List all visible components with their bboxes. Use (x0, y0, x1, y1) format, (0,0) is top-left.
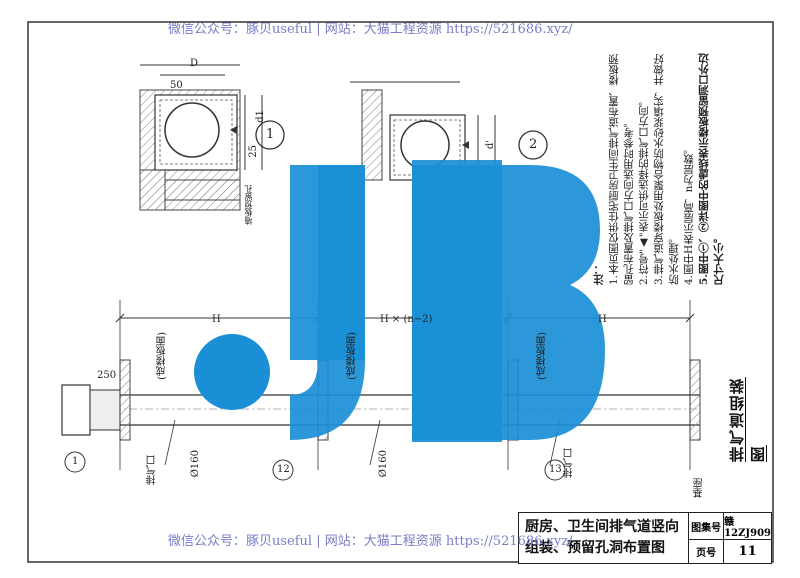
diameter-label-1: Ø160 (190, 450, 201, 478)
dim-d1: d1 (255, 110, 266, 123)
wall-note: 墙板预留孔 (244, 185, 253, 225)
notes-block: 注： 1.本页图仅供住宅厨房卫生间排气道布置、楼板预留孔布置及排气口方向选用时参… (592, 50, 762, 285)
side-title: 排气道组装图 (728, 377, 767, 462)
title-line-1: 厨房、卫生间排气道竖向 (525, 519, 679, 535)
section-marker-1 (64, 451, 86, 473)
dim-d-prime: d' (485, 140, 496, 150)
atlas-label: 图集号 (689, 513, 725, 539)
section-mark-3: 13 (549, 464, 562, 475)
dim-25: 25 (248, 145, 259, 158)
exhaust-port-label-1: 排气口 (147, 455, 158, 485)
title-line-2: 组装、预留孔洞布置图 (525, 540, 665, 556)
diameter-label-2: Ø160 (378, 450, 389, 478)
floor-finish-label-1: (成楼板面) (157, 332, 168, 380)
frame-border (27, 21, 774, 563)
page-value: 11 (738, 544, 757, 559)
dim-50: 50 (170, 80, 183, 91)
section-mark-2: 12 (277, 464, 290, 475)
atlas-row: 图集号 赣12ZJ909 (689, 513, 771, 540)
note-item-3: 3.排气道穿楼板处用聚合物防水砂浆填实，并做好防水处理。 (653, 54, 680, 285)
note-item-1: 1.本页图仅供住宅厨房卫生间排气道布置、楼板预留孔布置及排气口方向选用时参考。 (608, 54, 635, 285)
section-mark-1: 1 (72, 456, 79, 467)
dim-h-left: H (212, 314, 221, 325)
title-text: 厨房、卫生间排气道竖向 组装、预留孔洞布置图 (519, 513, 690, 563)
dim-d-top: D (190, 58, 199, 69)
title-block: 厨房、卫生间排气道竖向 组装、预留孔洞布置图 图集号 赣12ZJ909 页号 1… (518, 512, 772, 564)
dim-h-right: H (598, 314, 607, 325)
watermark-bottom: 微信公众号：豚贝useful | 网站：大猫工程资源 https://52168… (168, 534, 573, 549)
page-row: 页号 11 (689, 540, 771, 563)
title-meta: 图集号 赣12ZJ909 页号 11 (689, 513, 771, 563)
detail-1-marker-circle (255, 120, 285, 150)
note-item-5: 5.图中①、②详图中的虚线表示楼板预留洞口外边尺寸大小。 (698, 53, 725, 285)
base-label: 基座 (694, 478, 705, 498)
leader-line-2 (369, 419, 381, 466)
floor-finish-label-2: (成楼板面) (347, 332, 358, 380)
watermark-top: 微信公众号：豚贝useful | 网站：大猫工程资源 https://52168… (168, 22, 573, 37)
exhaust-port-label-2: 排气口 (564, 448, 575, 478)
detail-2-marker-circle (518, 130, 548, 160)
section-marker-2 (272, 459, 294, 481)
dim-h-middle: H × (n−2) (380, 314, 433, 325)
section-marker-3 (544, 459, 566, 481)
page-label: 页号 (689, 540, 725, 563)
note-item-4: 4.图中H表示层高，n为层数。 (683, 143, 695, 285)
detail-1-number: 1 (266, 127, 275, 142)
leader-line-1 (164, 419, 176, 466)
note-item-2: 2.符号"▲"表示可供选择的排气口方向。 (638, 95, 650, 285)
notes-heading: 注： (593, 264, 605, 285)
atlas-value: 赣12ZJ909 (724, 517, 771, 539)
detail-1-plan (139, 64, 263, 211)
dim-250: 250 (97, 370, 117, 381)
detail-2-plan (350, 81, 496, 181)
floor-finish-label-3: (成楼板面) (537, 332, 548, 380)
detail-2-number: 2 (529, 137, 538, 152)
